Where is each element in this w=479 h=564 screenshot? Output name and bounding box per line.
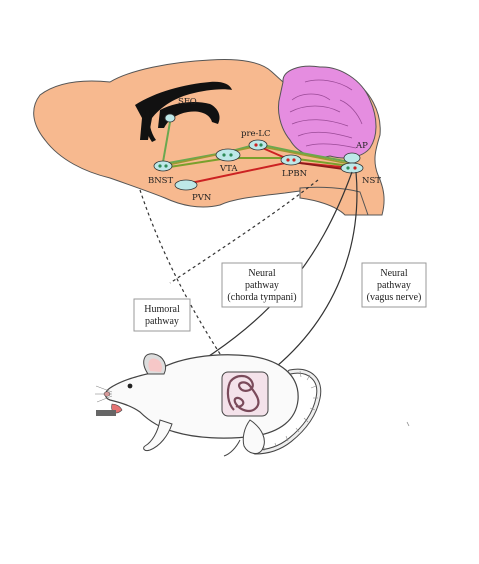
- label-sfo: SFO: [178, 97, 197, 107]
- lpbn-nucleus: [280, 154, 302, 166]
- pvn-nucleus: [174, 179, 198, 191]
- label-bnst: BNST: [148, 176, 174, 186]
- label-ap: AP: [355, 141, 368, 151]
- humoral-box: Humoral pathway: [133, 298, 191, 332]
- mouse-hind-leg: [242, 419, 265, 454]
- green-path-3: [162, 121, 171, 163]
- mouse-body: [104, 354, 299, 439]
- cerebellum-folds: [289, 79, 363, 149]
- vagus-line: [261, 171, 358, 379]
- vta-nucleus: [215, 148, 241, 162]
- cerebellum: [277, 65, 377, 159]
- chorda-line-a: Neural: [248, 268, 275, 279]
- fornix: [144, 110, 156, 142]
- mouse-eye: [127, 383, 133, 389]
- dark-red-path: [291, 161, 351, 171]
- brainstem: [299, 186, 369, 216]
- corpus-callosum: [135, 81, 232, 140]
- bnst-nucleus: [153, 160, 173, 172]
- region-labels: SFO AP pre-LC VTA BNST LPBN NST PVN: [148, 97, 381, 203]
- label-vta: VTA: [219, 164, 238, 174]
- tick-mark: [406, 421, 410, 427]
- pre-lc-nucleus: [248, 139, 268, 151]
- mouse-front-leg: [143, 419, 173, 451]
- humoral-line-1: [139, 189, 233, 373]
- humoral-line-b: pathway: [145, 316, 179, 327]
- intestine: [229, 374, 260, 413]
- lick-spout: [96, 410, 116, 416]
- humoral-line-a: Humoral: [144, 304, 180, 315]
- humoral-line-2: [169, 179, 319, 284]
- vagus-line-c: (vagus nerve): [367, 292, 422, 303]
- ap-nucleus: [343, 152, 361, 164]
- ventricle: [158, 102, 220, 128]
- label-nst: NST: [362, 176, 381, 186]
- chorda-box: Neural pathway (chorda tympani): [221, 262, 303, 308]
- gut-window: [221, 371, 269, 417]
- vagus-line-b: pathway: [377, 280, 411, 291]
- brain: [33, 59, 385, 216]
- chorda-line-b: pathway: [245, 280, 279, 291]
- green-path-2: [162, 157, 351, 169]
- chorda-line-c: (chorda tympani): [227, 292, 296, 303]
- nst-nucleus: [340, 162, 364, 174]
- mouse: [95, 353, 322, 457]
- label-pvn: PVN: [192, 193, 212, 203]
- mouse-whiskers: [95, 385, 113, 403]
- label-lpbn: LPBN: [282, 169, 308, 179]
- vagus-box: Neural pathway (vagus nerve): [361, 262, 427, 308]
- label-pre-lc: pre-LC: [241, 129, 271, 139]
- nuclei: [153, 113, 364, 191]
- sfo-nucleus: [164, 113, 176, 123]
- vagus-line-a: Neural: [380, 268, 407, 279]
